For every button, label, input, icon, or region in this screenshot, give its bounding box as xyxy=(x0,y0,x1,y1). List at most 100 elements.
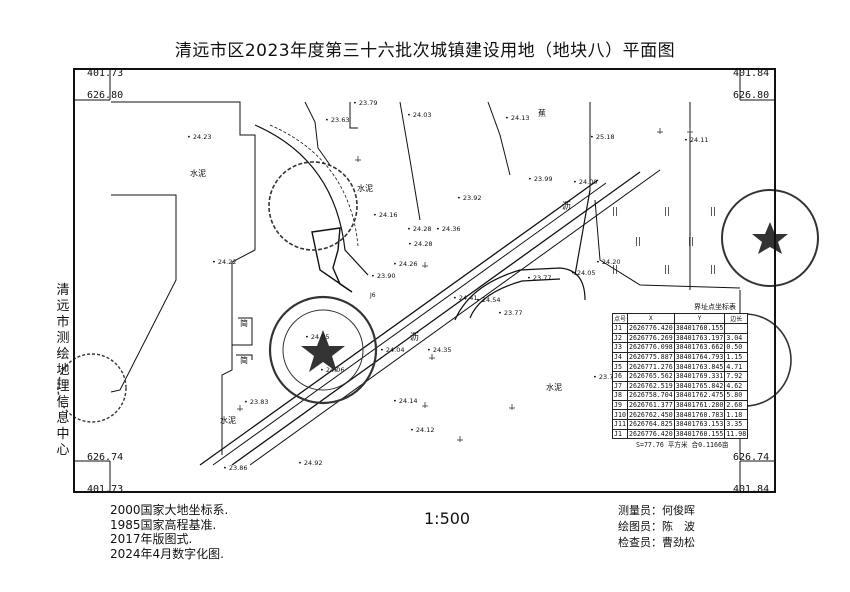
elevation-point: • 24.35 xyxy=(427,346,452,354)
elevation-point: • 24.92 xyxy=(298,459,323,467)
label-material-4: 水泥 xyxy=(357,184,373,193)
svg-text:||: || xyxy=(664,207,670,217)
corner-top-left-y: 626.80 xyxy=(87,90,124,101)
elevation-point: • 24.13 xyxy=(505,114,530,122)
elevation-point: • 24.26 xyxy=(393,260,418,268)
coordinate-table-header-cell: 边长 xyxy=(724,313,749,324)
elevation-point: • 24.05 xyxy=(305,333,330,341)
elevation-point: • 24.03 xyxy=(407,111,432,119)
coordinate-table-header-cell: X xyxy=(627,313,675,324)
label-building-1: 简 xyxy=(240,319,248,328)
vegetation-symbols xyxy=(237,128,693,442)
elevation-point: • 23.86 xyxy=(223,464,248,472)
elevation-point: • 23.79 xyxy=(353,99,378,107)
corner-top-right-x: 401.84 xyxy=(733,68,770,79)
elevation-point: • 24.23 xyxy=(187,133,212,141)
elevation-point: • 24.28 xyxy=(407,225,432,233)
svg-text:||: || xyxy=(710,207,716,217)
note-line: 1985国家高程基准. xyxy=(110,517,217,532)
vertical-label-char: 绘 xyxy=(56,347,70,362)
vertical-label-char: 远 xyxy=(56,299,70,314)
staff-line: 检查员：曹劲松 xyxy=(618,536,695,549)
corner-bottom-left-y: 626.74 xyxy=(87,452,124,463)
vertical-label-char: 心 xyxy=(56,443,70,458)
vertical-label-char: 市 xyxy=(56,315,70,330)
corner-top-right-y: 626.80 xyxy=(733,90,770,101)
elevation-point: • 24.12 xyxy=(410,426,435,434)
corner-bottom-right-y: 626.74 xyxy=(733,452,770,463)
coordinate-table-header-cell: 点号 xyxy=(611,313,629,324)
elevation-point: • 23.92 xyxy=(457,194,482,202)
vertical-label-char: 清 xyxy=(56,283,70,298)
right-curve-road xyxy=(454,189,591,321)
table-cell: J1 xyxy=(611,428,629,440)
svg-text:||: || xyxy=(635,237,641,247)
elevation-point: • 24.14 xyxy=(393,397,418,405)
area-summary: S=77.76 平方米 合0.1166亩 xyxy=(636,441,729,450)
staff-line: 绘图员：陈 波 xyxy=(618,520,695,533)
elevation-point: • 24.05 xyxy=(571,269,596,277)
corner-top-left-x: 401.73 xyxy=(87,68,124,79)
vertical-label-char: 理 xyxy=(56,379,70,394)
label-material-3: 水泥 xyxy=(546,383,562,392)
vertical-label-char: 息 xyxy=(56,411,70,426)
map-notes: 2000国家大地坐标系.1985国家高程基准.2017年版图式.2024年4月数… xyxy=(110,503,228,561)
frame-grid-lines xyxy=(75,70,774,491)
label-crop: 蕉 xyxy=(538,109,546,118)
elevation-point: • 23.77 xyxy=(498,309,523,317)
corner-bottom-right-x: 401.84 xyxy=(733,484,770,495)
svg-text:||: || xyxy=(710,265,716,275)
label-point-j6: J6 xyxy=(370,292,376,299)
elevation-point: • 24.11 xyxy=(684,136,709,144)
elevation-point: • 24.54 xyxy=(476,296,501,304)
elevation-point: • 23.75 xyxy=(593,373,618,381)
elevation-point: • 24.06 xyxy=(320,366,345,374)
note-line: 2024年4月数字化图. xyxy=(110,546,224,561)
svg-text:||: || xyxy=(612,265,618,275)
table-cell: 11.98 xyxy=(724,428,749,440)
left-buildings xyxy=(110,101,256,455)
elevation-point: • 23.99 xyxy=(528,175,553,183)
vertical-label-char: 中 xyxy=(56,427,70,442)
svg-text:||: || xyxy=(688,237,694,247)
label-road-1: 沥 xyxy=(562,202,572,212)
elevation-point: • 23.77 xyxy=(527,274,552,282)
note-line: 2000国家大地坐标系. xyxy=(110,503,229,517)
label-building-2: 简 xyxy=(240,356,248,365)
label-road-2: 沥 xyxy=(410,333,420,343)
staff-list: 测量员：何俊晖绘图员：陈 波检查员：曹劲松 xyxy=(618,503,695,551)
map-frame xyxy=(73,68,776,493)
seal-stars xyxy=(301,222,788,372)
vertical-label-char: 测 xyxy=(56,331,70,346)
paddy-symbols: |||||| |||||| |||| xyxy=(612,207,716,275)
staff-line: 测量员：何俊晖 xyxy=(618,504,695,517)
elevation-point: • 24.22 xyxy=(212,258,237,266)
elevation-point: • 24.36 xyxy=(436,225,461,233)
elevation-point: • 23.90 xyxy=(371,272,396,280)
main-road xyxy=(199,169,661,466)
elevation-point: • 24.00 xyxy=(573,178,598,186)
curved-lane xyxy=(254,124,369,276)
corner-bottom-left-x: 401.73 xyxy=(87,484,124,495)
elevation-point: • 24.41 xyxy=(453,294,478,302)
table-cell: 2626776.420 xyxy=(627,428,675,440)
elevation-point: • 24.28 xyxy=(408,240,433,248)
elevation-point: • 24.04 xyxy=(380,346,405,354)
svg-text:||: || xyxy=(664,265,670,275)
elevation-point: • 24.16 xyxy=(373,211,398,219)
parcel-boundary xyxy=(311,227,353,293)
map-title: 清远市区2023年度第三十六批次城镇建设用地（地块八）平面图 xyxy=(174,41,676,61)
coordinate-table-title: 界址点坐标表 xyxy=(694,303,736,311)
elevation-point: • 23.83 xyxy=(244,398,269,406)
label-material-1: 水泥 xyxy=(190,169,206,178)
label-material-2: 水泥 xyxy=(220,416,236,425)
